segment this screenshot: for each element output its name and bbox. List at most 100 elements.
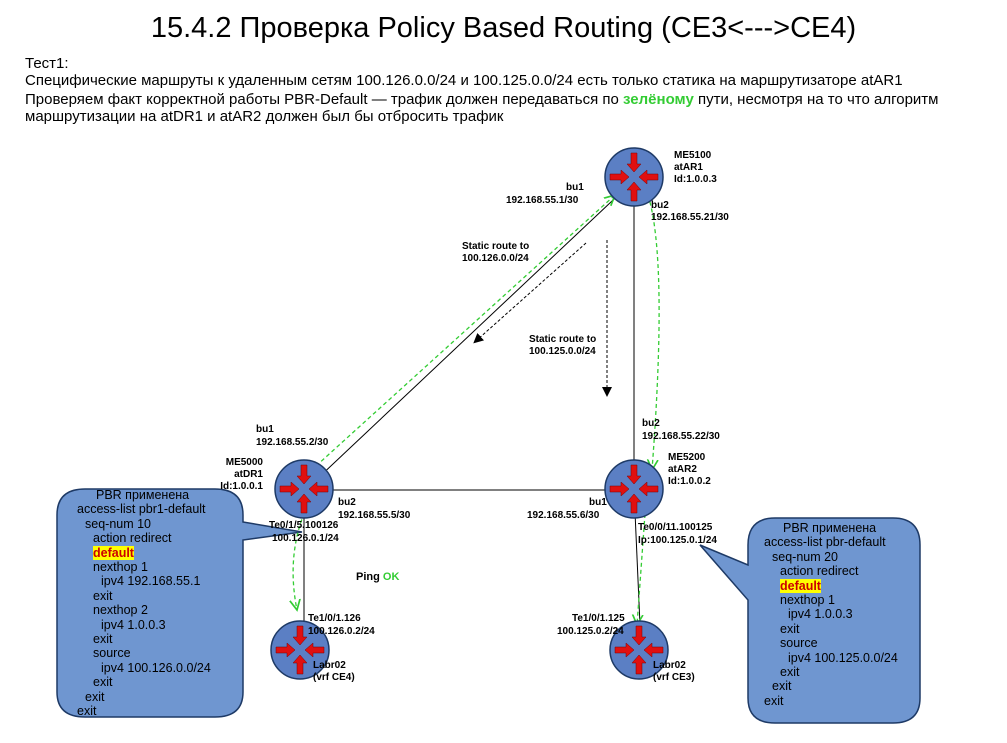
- callout-line-text: exit: [780, 621, 800, 636]
- callout-line-text: ipv4 1.0.0.3: [788, 607, 853, 622]
- callout-line: ipv4 100.125.0.0/24: [764, 651, 898, 665]
- green-path-ar2-ce3: [637, 499, 647, 625]
- page-title: 15.4.2 Проверка Policy Based Routing (CE…: [150, 12, 857, 44]
- node-name: Labr02: [313, 660, 346, 671]
- intro-line-1: Тест1:: [25, 55, 69, 72]
- callout-line-text: access-list pbr-default: [764, 535, 886, 550]
- callout-line: nexthop 1: [77, 560, 211, 574]
- callout-line: exit: [77, 675, 211, 689]
- callout-line: action redirect: [77, 531, 211, 545]
- callout-highlight-line: default: [764, 578, 898, 593]
- iface-dr1-te-ip: 100.126.0.1/24: [272, 533, 339, 544]
- callout-line: access-list pbr-default: [764, 535, 898, 549]
- iface-ar1-bu1-ip: 192.168.55.1/30: [506, 195, 579, 206]
- iface-dr1-bu2-name: bu2: [338, 497, 356, 508]
- callout-line: exit: [77, 690, 211, 704]
- static-route-line: Static route to: [462, 241, 530, 252]
- callout-line: ipv4 1.0.0.3: [764, 607, 898, 621]
- callout-line-text: source: [780, 636, 818, 651]
- static-route-arrow-1: [473, 242, 587, 344]
- callout-line-text: nexthop 2: [93, 603, 148, 618]
- callout-line: seq-num 20: [764, 550, 898, 564]
- static-route-label-2: Static route to 100.125.0.0/24: [529, 334, 596, 358]
- callout-line: exit: [764, 665, 898, 679]
- node-label-ce4: Labr02 (vrf CE4): [313, 660, 355, 684]
- callout-line: PBR применена: [77, 488, 211, 502]
- iface-ar2-bu2-ip: 192.168.55.22/30: [642, 431, 720, 442]
- callout-line-text: access-list pbr1-default: [77, 502, 206, 517]
- node-model: ME5200: [668, 452, 706, 463]
- node-name: atAR2: [668, 464, 697, 475]
- green-path-dr1-ar1: [315, 195, 615, 467]
- iface-ce3-te-ip: 100.125.0.2/24: [557, 626, 624, 637]
- callout-line: seq-num 10: [77, 517, 211, 531]
- callout-highlight-line: default: [77, 545, 211, 560]
- router-icon: [274, 459, 334, 519]
- iface-ar1-bu1-name: bu1: [566, 182, 584, 193]
- iface-ar2-te-name: Te0/0/11.100125: [638, 522, 713, 533]
- node-model: ME5000: [225, 457, 263, 468]
- callout-line: exit: [764, 694, 898, 708]
- callout-line: exit: [764, 622, 898, 636]
- callout-line-text: PBR применена: [96, 488, 190, 502]
- node-label-ce3: Labr02 (vrf CE3): [653, 660, 695, 684]
- node-vrf: (vrf CE4): [313, 672, 355, 683]
- iface-dr1-bu1-ip: 192.168.55.2/30: [256, 437, 329, 448]
- callout-line-text: action redirect: [93, 531, 172, 546]
- node-vrf: (vrf CE3): [653, 672, 695, 683]
- iface-dr1-bu2-ip: 192.168.55.5/30: [338, 510, 411, 521]
- iface-dr1-te-name: Te0/1/5.100126: [269, 520, 339, 531]
- callout-line-text: default: [780, 578, 821, 593]
- callout-line-text: default: [93, 545, 134, 560]
- callout-line-text: action redirect: [780, 564, 859, 579]
- intro-line-3-a: Проверяем факт корректной работы PBR-Def…: [25, 91, 624, 108]
- intro-line-2: Специфические маршруты к удаленным сетям…: [25, 72, 903, 89]
- node-id: Id:1.0.0.2: [668, 476, 711, 487]
- static-route-label-1: Static route to 100.126.0.0/24: [462, 241, 529, 265]
- router-icon: [604, 147, 664, 207]
- node-label-dr1: ME5000 atDR1 Id:1.0.0.1: [219, 457, 263, 493]
- callout-line: nexthop 2: [77, 603, 211, 617]
- callout-line: access-list pbr1-default: [77, 502, 211, 516]
- ping-status: Ping OK: [356, 571, 399, 583]
- callout-line: exit: [764, 679, 898, 693]
- green-path-dr1-ce4: [293, 499, 311, 610]
- callout-line: nexthop 1: [764, 593, 898, 607]
- intro-green-word: зелёному: [623, 91, 694, 108]
- node-id: Id:1.0.0.1: [220, 481, 263, 492]
- callout-right-bubble: [699, 517, 921, 724]
- node-id: Id:1.0.0.3: [674, 174, 717, 185]
- callout-line: action redirect: [764, 564, 898, 578]
- callout-line-text: exit: [764, 693, 784, 708]
- iface-ar2-bu1-ip: 192.168.55.6/30: [527, 510, 600, 521]
- iface-ar1-bu2-ip: 192.168.55.21/30: [651, 212, 729, 223]
- callout-line: exit: [77, 632, 211, 646]
- node-name: atAR1: [674, 162, 703, 173]
- router-icon: [609, 620, 669, 680]
- callout-line-text: exit: [772, 679, 792, 694]
- ping-ok: OK: [382, 571, 400, 583]
- callout-line: source: [77, 646, 211, 660]
- callout-line-text: PBR применена: [783, 521, 877, 535]
- callout-line-text: ipv4 1.0.0.3: [101, 617, 166, 632]
- callout-line: exit: [77, 589, 211, 603]
- intro-line-4: маршрутизации на atDR1 и atAR2 должен бы…: [25, 108, 504, 125]
- callout-line-text: seq-num 20: [772, 549, 839, 564]
- callout-line-text: ipv4 192.168.55.1: [101, 574, 201, 589]
- iface-ce4-te-name: Te1/0/1.126: [308, 613, 361, 624]
- static-route-net: 100.125.0.0/24: [529, 346, 596, 357]
- static-route-line: Static route to: [529, 334, 597, 345]
- iface-ar2-te-ip: Ip:100.125.0.1/24: [638, 535, 717, 546]
- iface-ar2-bu1-name: bu1: [589, 497, 607, 508]
- callout-line-text: nexthop 1: [780, 593, 835, 608]
- intro-line-3: Проверяем факт корректной работы PBR-Def…: [25, 91, 938, 108]
- iface-ar2-bu2-name: bu2: [642, 418, 660, 429]
- callout-line-text: nexthop 1: [93, 560, 148, 575]
- callout-line: ipv4 100.126.0.0/24: [77, 661, 211, 675]
- callout-line: source: [764, 636, 898, 650]
- callout-line-text: source: [93, 646, 131, 661]
- router-icon: [604, 459, 664, 519]
